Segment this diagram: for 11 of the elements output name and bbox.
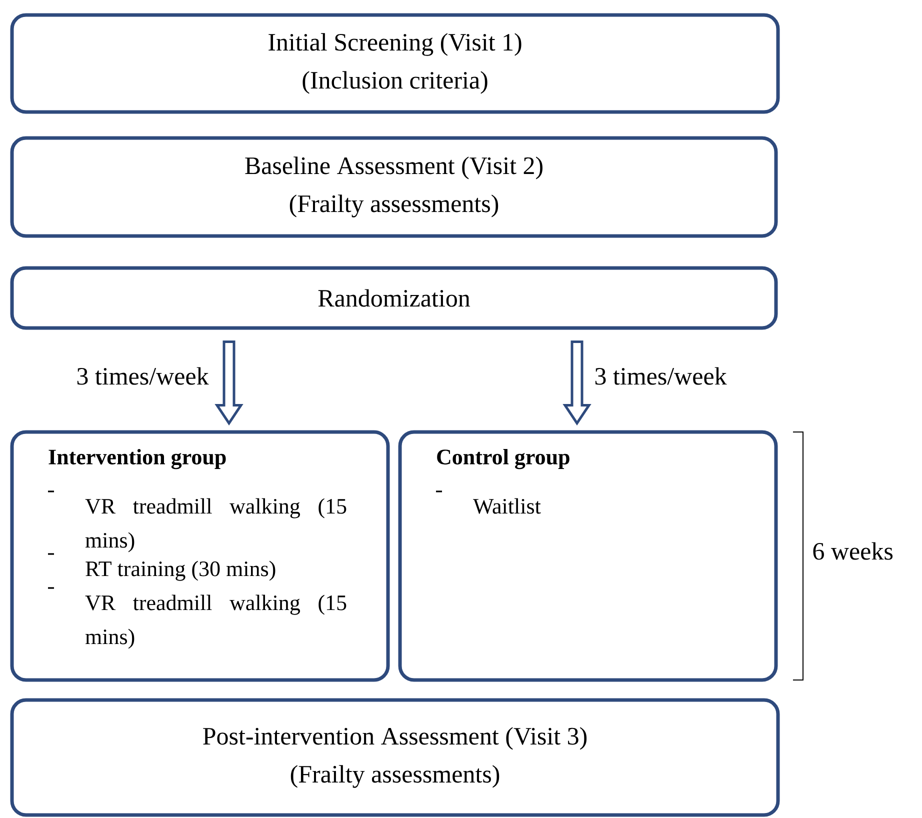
hollow-arrow [562,340,592,426]
group-box: Control group Waitlist [398,430,778,682]
step-box: Post-intervention Assessment (Visit 3) (Frailty assessments) [10,698,780,817]
group-box: Intervention group VR treadmill walking (15 mins) RT training (30 mins) VR treadmill walking (15 mins) [10,430,390,682]
edge-label: 3 times/week [77,367,209,385]
step-box: Initial Screening (Visit 1) (Inclusion criteria) [10,13,780,114]
edge-label: 3 times/week [595,367,727,385]
duration-label: 6 weeks [813,542,893,560]
step-box: Randomization [10,266,778,330]
hollow-arrow [214,340,244,426]
step-box: Baseline Assessment (Visit 2) (Frailty assessments) [10,136,778,238]
